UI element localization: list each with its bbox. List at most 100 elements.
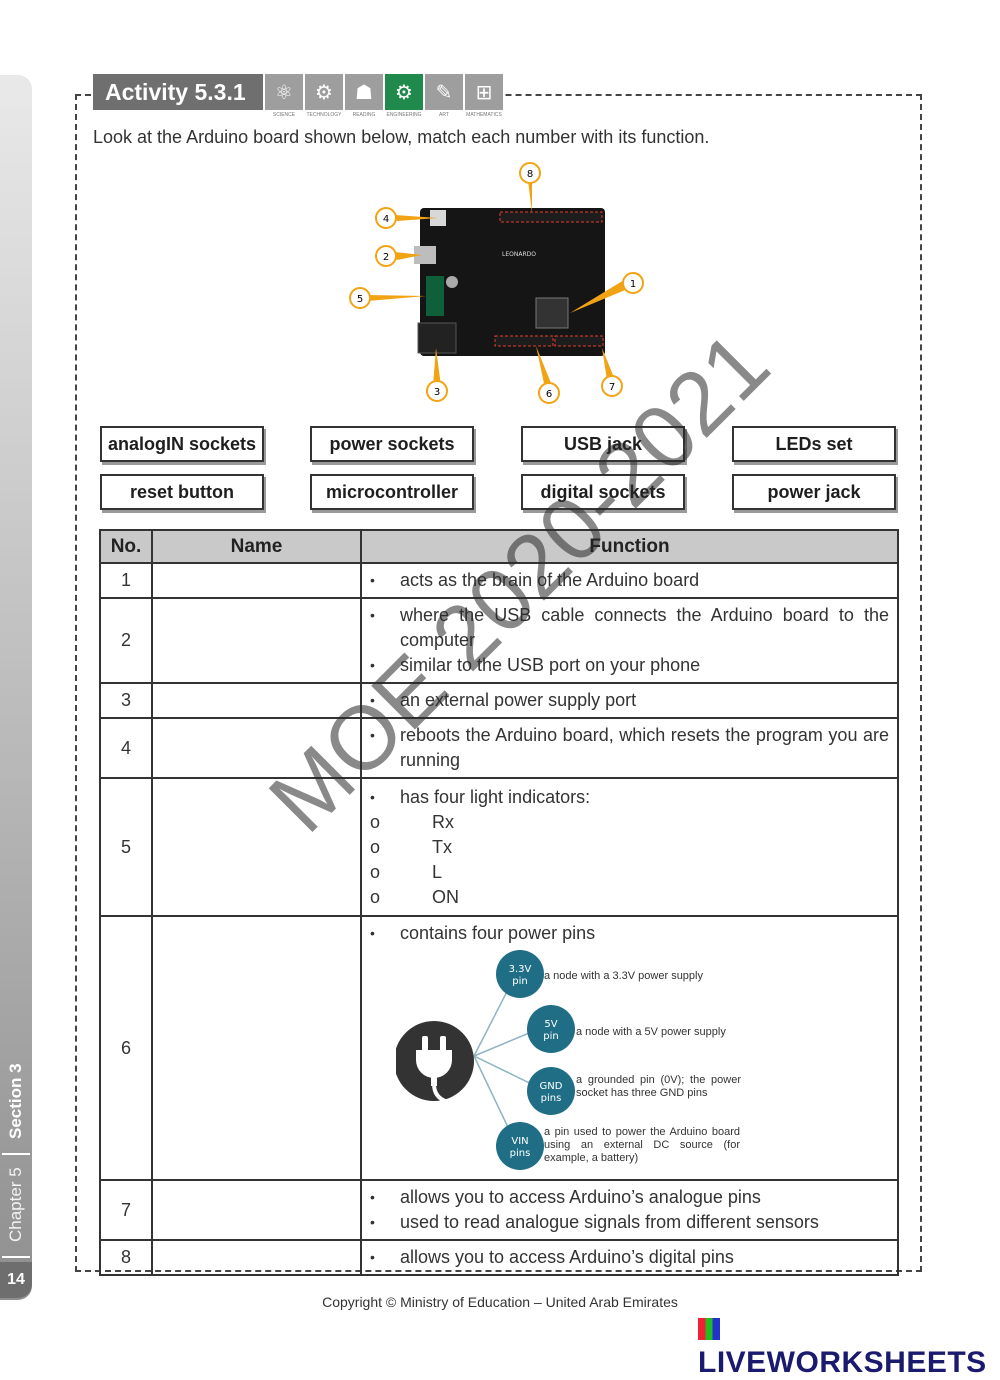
board-label: LEONARDO [502,251,536,258]
function-line: reboots the Arduino board, which resets … [370,723,889,773]
usb-jack-part [414,246,436,264]
function-cell: an external power supply port [360,682,899,719]
table-row: 7 allows you to access Arduino’s analogu… [99,1179,899,1241]
liveworksheets-logo: LIVEWORKSHEETS [698,1312,1000,1380]
technology-icon: ⚙ [305,74,343,110]
callout-1: 1 [630,279,636,290]
callout-4: 4 [383,214,389,225]
pin-vin-desc: a pin used to power the Arduino board us… [544,1126,740,1164]
svg-text:pins: pins [541,1093,562,1104]
technology-caption: TECHNOLOGY [306,112,342,118]
callout-8: 8 [527,169,533,180]
word-power-jack[interactable]: power jack [732,474,896,510]
name-drop-zone-6[interactable] [151,915,362,1181]
word-leds-set[interactable]: LEDs set [732,426,896,462]
table-row: 2 where the USB cable connects the Ardui… [99,597,899,684]
word-analogin-sockets[interactable]: analogIN sockets [100,426,264,462]
row-number: 7 [99,1179,153,1241]
function-cell: contains four power pins [360,915,899,1181]
name-drop-zone-5[interactable] [151,777,362,917]
microcontroller-chip [535,297,569,329]
name-drop-zone-2[interactable] [151,597,362,684]
function-line: an external power supply port [370,688,889,713]
reading-caption: READING [352,112,376,118]
art-icon: ✎ [425,74,463,110]
matching-table: No. Name Function 1 acts as the brain of… [99,529,899,1276]
function-cell: acts as the brain of the Arduino board [360,562,899,599]
mathematics-caption: MATHEMATICS [466,112,502,118]
header-function: Function [360,529,899,564]
power-header [494,335,554,347]
word-reset-button[interactable]: reset button [100,474,264,510]
function-line: acts as the brain of the Arduino board [370,568,889,593]
pin-3v3-label: 3.3V [509,964,532,975]
engineering-caption: ENGINEERING [386,112,422,118]
science-icon: ⚛ [265,74,303,110]
analog-header [554,335,604,347]
chapter-label: Chapter 5 [6,1167,25,1242]
function-cell: reboots the Arduino board, which resets … [360,717,899,779]
divider [2,1153,30,1155]
name-drop-zone-4[interactable] [151,717,362,779]
table-row: 4 reboots the Arduino board, which reset… [99,717,899,779]
copyright-text: Copyright © Ministry of Education – Unit… [322,1294,678,1310]
capacitor [446,276,458,288]
power-pins-diagram: 3.3V pin 5V pin GND pins VIN pins a node… [396,950,741,1170]
engineering-icon: ⚙ [385,74,423,110]
name-drop-zone-3[interactable] [151,682,362,719]
section-label: Section 3 [6,1063,25,1139]
page-number: 14 [0,1262,32,1298]
art-caption: ART [439,112,449,118]
callout-7: 7 [609,382,615,393]
side-tab [0,75,32,1300]
callout-2: 2 [383,252,389,263]
row-number: 5 [99,777,153,917]
table-row: 8 allows you to access Arduino’s digital… [99,1239,899,1276]
pin-3v3-circle [496,950,544,998]
liveworksheets-logo-icon [698,1318,720,1340]
pin-vin-circle [496,1122,544,1170]
mathematics-icon: ⊞ [465,74,503,110]
name-drop-zone-7[interactable] [151,1179,362,1241]
row-number: 8 [99,1239,153,1276]
activity-title: Activity 5.3.1 [93,74,263,110]
word-usb-jack[interactable]: USB jack [521,426,685,462]
row-number: 4 [99,717,153,779]
table-row: 6 contains four power pins [99,915,899,1181]
word-power-sockets[interactable]: power sockets [310,426,474,462]
function-line: similar to the USB port on your phone [370,653,889,678]
pin-gnd-circle [527,1067,575,1115]
pin-5v-circle [527,1005,575,1053]
function-cell: where the USB cable connects the Arduino… [360,597,899,684]
callout-5: 5 [357,294,363,305]
word-microcontroller[interactable]: microcontroller [310,474,474,510]
header-no: No. [99,529,153,564]
power-jack-part [417,322,457,354]
pin-gnd-label: GND [540,1081,563,1092]
science-caption: SCIENCE [272,112,296,118]
row-number: 2 [99,597,153,684]
callout-6: 6 [546,389,552,400]
word-digital-sockets[interactable]: digital sockets [521,474,685,510]
name-drop-zone-1[interactable] [151,562,362,599]
function-line: where the USB cable connects the Arduino… [370,603,889,653]
function-line: used to read analogue signals from diffe… [370,1210,889,1235]
function-line: allows you to access Arduino’s digital p… [370,1245,889,1270]
function-line: contains four power pins [370,921,889,946]
table-row: 5 has four light indicators: oRx oTx oL … [99,777,899,917]
table-row: 1 acts as the brain of the Arduino board [99,562,899,599]
svg-text:pin: pin [512,976,527,987]
pin-5v-label: 5V [544,1019,557,1030]
function-cell: allows you to access Arduino’s analogue … [360,1179,899,1241]
pin-5v-desc: a node with a 5V power supply [576,1026,726,1038]
pin-3v3-desc: a node with a 3.3V power supply [544,970,703,982]
callout-pointers [368,180,630,388]
pin-gnd-desc: a grounded pin (0V); the power socket ha… [576,1074,741,1099]
name-drop-zone-8[interactable] [151,1239,362,1276]
function-line: has four light indicators: [370,785,889,810]
callout-circles: 8 4 2 5 3 6 7 1 [349,162,644,404]
